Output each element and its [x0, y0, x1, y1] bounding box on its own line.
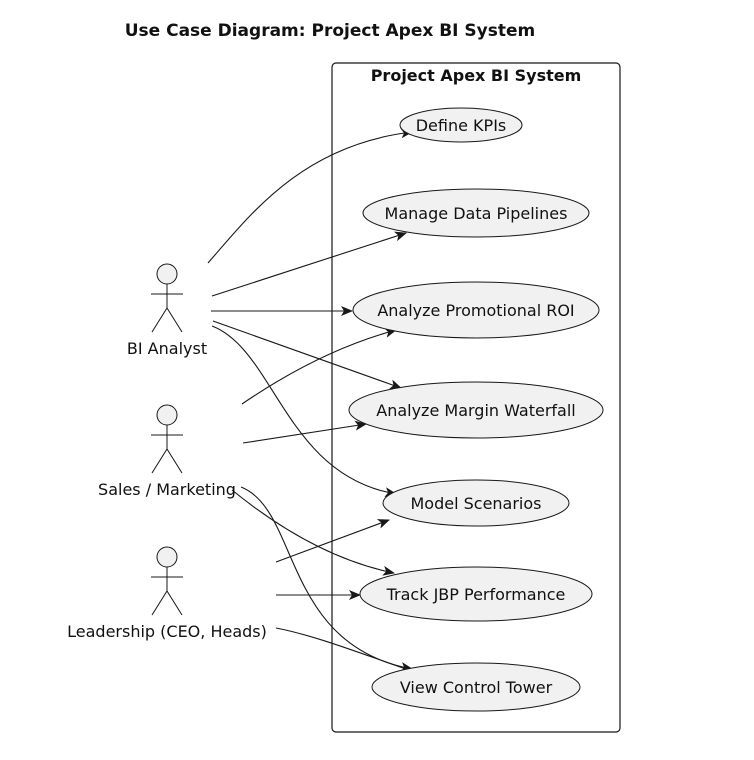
association-bi-analyst-to-analyze-margin-waterfall	[212, 320, 402, 390]
association-sales-marketing-to-analyze-promotional-roi	[241, 328, 397, 405]
actor-head-icon	[156, 546, 178, 568]
actor-right-leg-icon	[166, 448, 183, 474]
use-case-ellipse[interactable]	[399, 107, 523, 143]
use-case-analyze-promotional-roi[interactable]: Analyze Promotional ROI	[352, 281, 600, 339]
use-case-label: Analyze Promotional ROI	[377, 301, 574, 320]
association-bi-analyst-to-manage-data-pipelines	[211, 231, 407, 297]
actor-right-leg-icon	[166, 307, 183, 333]
actor-sales-marketing[interactable]: Sales / Marketing	[98, 404, 236, 499]
actor-head-icon	[156, 263, 178, 285]
association-bi-analyst-to-model-scenarios	[211, 325, 397, 498]
use-case-view-control-tower[interactable]: View Control Tower	[371, 662, 581, 712]
diagram-title: Use Case Diagram: Project Apex BI System	[125, 21, 536, 41]
actor-label: BI Analyst	[127, 339, 207, 358]
system-boundary-frame	[331, 62, 621, 733]
use-case-label: Manage Data Pipelines	[385, 204, 568, 223]
actor-left-leg-icon	[151, 590, 168, 616]
use-case-label: Track JBP Performance	[386, 585, 566, 604]
association-sales-marketing-to-analyze-margin-waterfall	[242, 420, 367, 444]
use-case-ellipse[interactable]	[382, 479, 570, 527]
use-case-ellipse[interactable]	[348, 381, 604, 439]
use-case-ellipse[interactable]	[371, 662, 581, 712]
association-leadership-to-model-scenarios	[275, 519, 390, 563]
actor-leadership[interactable]: Leadership (CEO, Heads)	[67, 546, 267, 641]
actor-bi-analyst[interactable]: BI Analyst	[127, 263, 207, 358]
use-case-ellipse[interactable]	[352, 281, 600, 339]
actor-label: Leadership (CEO, Heads)	[67, 622, 267, 641]
association-leadership-to-view-control-tower	[275, 627, 413, 673]
actor-label: Sales / Marketing	[98, 480, 236, 499]
use-case-model-scenarios[interactable]: Model Scenarios	[382, 479, 570, 527]
use-case-ellipse[interactable]	[359, 566, 593, 622]
use-case-track-jbp-performance[interactable]: Track JBP Performance	[359, 566, 593, 622]
associations	[207, 128, 413, 673]
use-case-ellipse[interactable]	[362, 188, 590, 238]
association-sales-marketing-to-track-jbp-performance	[231, 489, 395, 576]
association-sales-marketing-to-view-control-tower	[240, 486, 413, 672]
use-case-label: Define KPIs	[416, 116, 507, 135]
use-case-label: Model Scenarios	[410, 494, 541, 513]
actor-head-icon	[156, 404, 178, 426]
use-case-label: Analyze Margin Waterfall	[376, 401, 576, 420]
actor-left-leg-icon	[151, 448, 168, 474]
actor-left-leg-icon	[151, 307, 168, 333]
use-case-manage-data-pipelines[interactable]: Manage Data Pipelines	[362, 188, 590, 238]
use-case-define-kpis[interactable]: Define KPIs	[399, 107, 523, 143]
system-boundary-title: Project Apex BI System	[371, 66, 582, 85]
actor-right-leg-icon	[166, 590, 183, 616]
association-bi-analyst-to-define-kpis	[207, 128, 413, 264]
system-boundary: Project Apex BI System	[331, 62, 621, 733]
use-case-label: View Control Tower	[400, 678, 553, 697]
use-case-analyze-margin-waterfall[interactable]: Analyze Margin Waterfall	[348, 381, 604, 439]
